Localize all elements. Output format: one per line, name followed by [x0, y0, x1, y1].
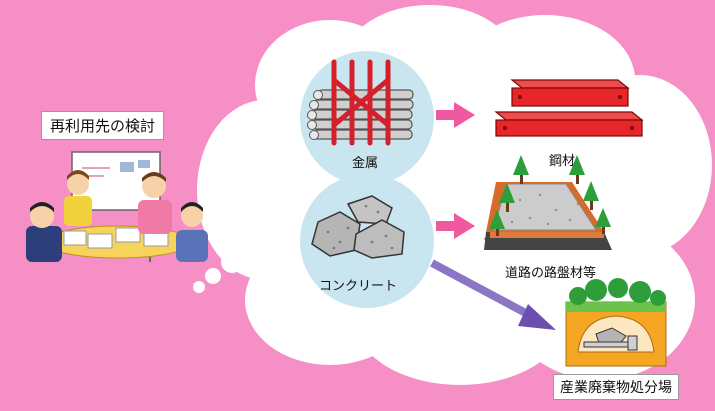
- landfill-illustration: [565, 278, 667, 367]
- review-title: 再利用先の検討: [41, 111, 165, 140]
- arrow-concrete-to-roadbed: [436, 213, 475, 239]
- metal-label: 金属: [352, 156, 379, 171]
- concrete-label: コンクリート: [319, 279, 398, 294]
- arrow-metal-to-steel: [436, 102, 475, 128]
- concrete-rubble-illustration: [311, 195, 405, 259]
- arrow-concrete-to-landfill: [430, 259, 556, 330]
- road-illustration: [484, 155, 612, 250]
- person-icon: [138, 172, 172, 234]
- person-icon: [64, 170, 92, 226]
- roadbed-label: 道路の路盤材等: [505, 266, 597, 281]
- person-icon: [176, 202, 208, 262]
- steel-beams-illustration: [494, 79, 644, 137]
- meeting-illustration: [26, 151, 208, 262]
- metal-scrap-illustration: [307, 59, 414, 146]
- person-icon: [26, 202, 62, 262]
- steel-label: 鋼材: [549, 154, 576, 169]
- tree-icon: [489, 155, 611, 236]
- landfill-label: 産業廃棄物処分場: [553, 374, 679, 400]
